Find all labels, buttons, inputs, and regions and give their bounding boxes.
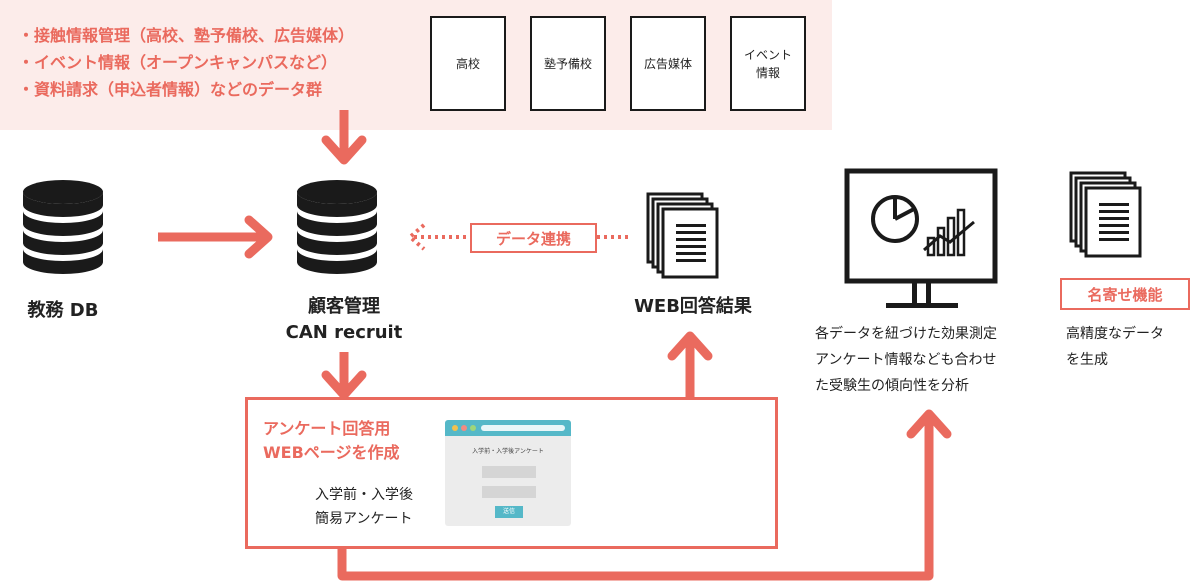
tag-name-matching: 名寄せ機能 xyxy=(1060,278,1190,310)
bullet-contact-info: ・接触情報管理（高校、塾予備校、広告媒体） xyxy=(18,26,355,45)
mockup-submit-button: 送信 xyxy=(495,506,523,518)
dotted-arrow-data-link xyxy=(406,223,628,251)
label-school-db: 教務 DB xyxy=(27,300,99,321)
label-web-results: WEB回答結果 xyxy=(634,296,752,317)
source-box-highschool: 高校 xyxy=(430,16,506,111)
documents-icon-output xyxy=(1069,171,1142,258)
tag-data-link: データ連携 xyxy=(470,223,597,253)
source-box-cram-school: 塾予備校 xyxy=(530,16,606,111)
arrow-survey-to-analysis xyxy=(337,409,952,581)
mockup-field-2 xyxy=(482,486,536,498)
arrow-sources-to-crm xyxy=(321,110,367,165)
data-sources-list: ・接触情報管理（高校、塾予備校、広告媒体） ・イベント情報（オープンキャンパスな… xyxy=(18,22,354,103)
database-icon-crm xyxy=(297,180,377,274)
arrow-survey-to-web-results xyxy=(667,331,713,397)
arrow-db-to-crm xyxy=(158,215,273,259)
survey-page-mockup: 入学前・入学後アンケート 送信 xyxy=(445,420,571,526)
browser-dots-icon xyxy=(452,425,565,431)
mockup-field-1 xyxy=(482,466,536,478)
arrow-crm-to-survey xyxy=(321,352,367,400)
label-crm: 顧客管理 CAN recruit xyxy=(285,296,403,343)
bullet-event-info: ・イベント情報（オープンキャンパスなど） xyxy=(18,53,338,72)
browser-bar xyxy=(445,420,571,436)
source-box-event: イベント 情報 xyxy=(730,16,806,111)
database-icon-school-db xyxy=(23,180,103,274)
bullet-request-info: ・資料請求（申込者情報）などのデータ群 xyxy=(18,80,323,99)
analysis-description: 各データを紐づけた効果測定 アンケート情報なども合わせ た受験生の傾向性を分析 xyxy=(815,326,997,394)
monitor-icon xyxy=(844,168,998,308)
survey-title: アンケート回答用 WEBページを作成 xyxy=(263,419,400,462)
source-box-ad-media: 広告媒体 xyxy=(630,16,706,111)
documents-icon-web-results xyxy=(646,192,719,279)
survey-subtitle: 入学前・入学後 簡易アンケート xyxy=(315,487,413,527)
output-description: 高精度なデータ を生成 xyxy=(1066,326,1164,368)
mockup-title: 入学前・入学後アンケート xyxy=(472,448,544,455)
